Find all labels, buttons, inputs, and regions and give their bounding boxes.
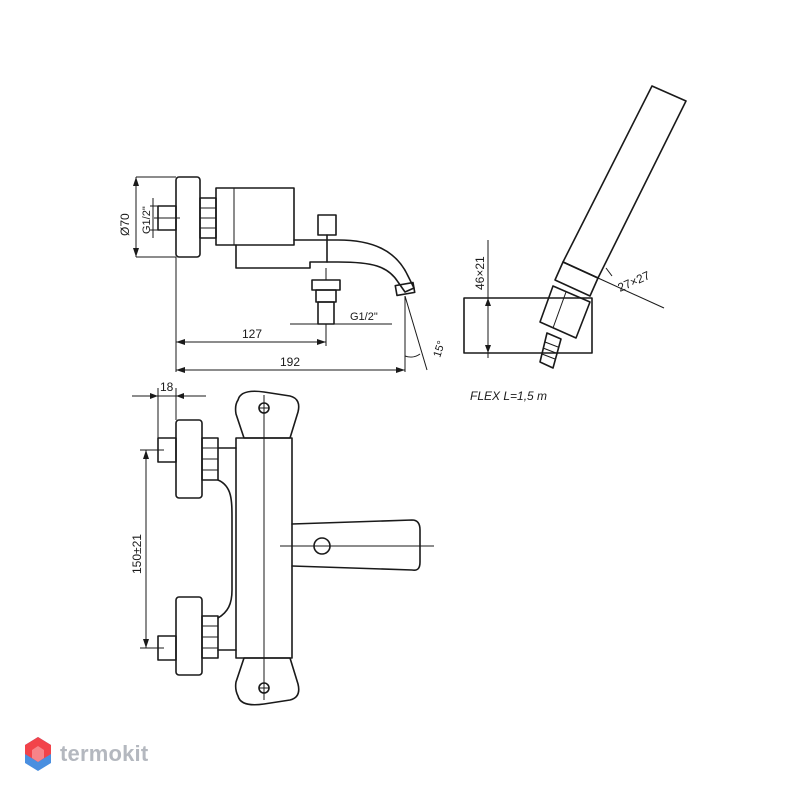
dim-18-label: 18: [160, 380, 174, 394]
dim-nut-size-label: 27×27: [616, 268, 653, 295]
brand-name: termokit: [60, 741, 149, 766]
dim-holder-size-label: 46×21: [473, 256, 487, 290]
dim-127-label: 127: [242, 327, 262, 341]
brand-hexagon-icon: [25, 737, 51, 771]
dim-192-label: 192: [280, 355, 300, 369]
dim-thread-left-label: G1/2": [141, 206, 153, 234]
dim-angle-label: 15°: [431, 339, 448, 359]
dim-thread-outlet-label: G1/2": [350, 311, 378, 323]
dim-150-label: 150±21: [130, 534, 144, 574]
front-view: 18 150±21: [130, 380, 434, 706]
flex-hose-note: FLEX L=1,5 m: [470, 389, 547, 403]
side-view: Ø70 G1/2" 127 192 G1/2" 15°: [118, 176, 448, 373]
hand-shower-view: 46×21 27×27 FLEX L=1,5 m: [463, 85, 687, 403]
dim-diameter-label: Ø70: [118, 213, 132, 236]
brand-logo: termokit: [24, 736, 148, 772]
